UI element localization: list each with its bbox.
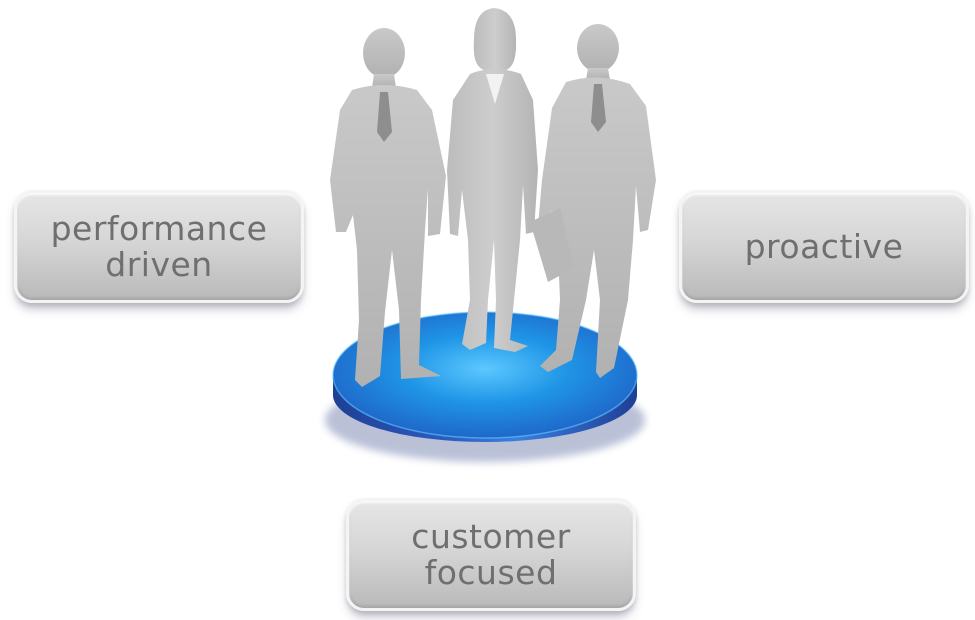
- customer-line2: focused: [424, 552, 558, 592]
- person-center-silhouette: [447, 8, 538, 352]
- tie-right: [591, 84, 606, 132]
- tie-left: [377, 92, 392, 142]
- performance-driven-box: performance driven: [14, 190, 304, 303]
- customer-line1: customer: [411, 516, 571, 556]
- proactive-line1: proactive: [744, 226, 904, 266]
- person-left-silhouette: [330, 28, 446, 387]
- collar-center: [486, 74, 504, 104]
- performance-line2: driven: [105, 244, 213, 284]
- performance-line1: performance: [50, 208, 268, 248]
- proactive-box: proactive: [679, 190, 969, 303]
- customer-focused-box: customer focused: [346, 498, 636, 611]
- person-right-silhouette: [530, 24, 656, 379]
